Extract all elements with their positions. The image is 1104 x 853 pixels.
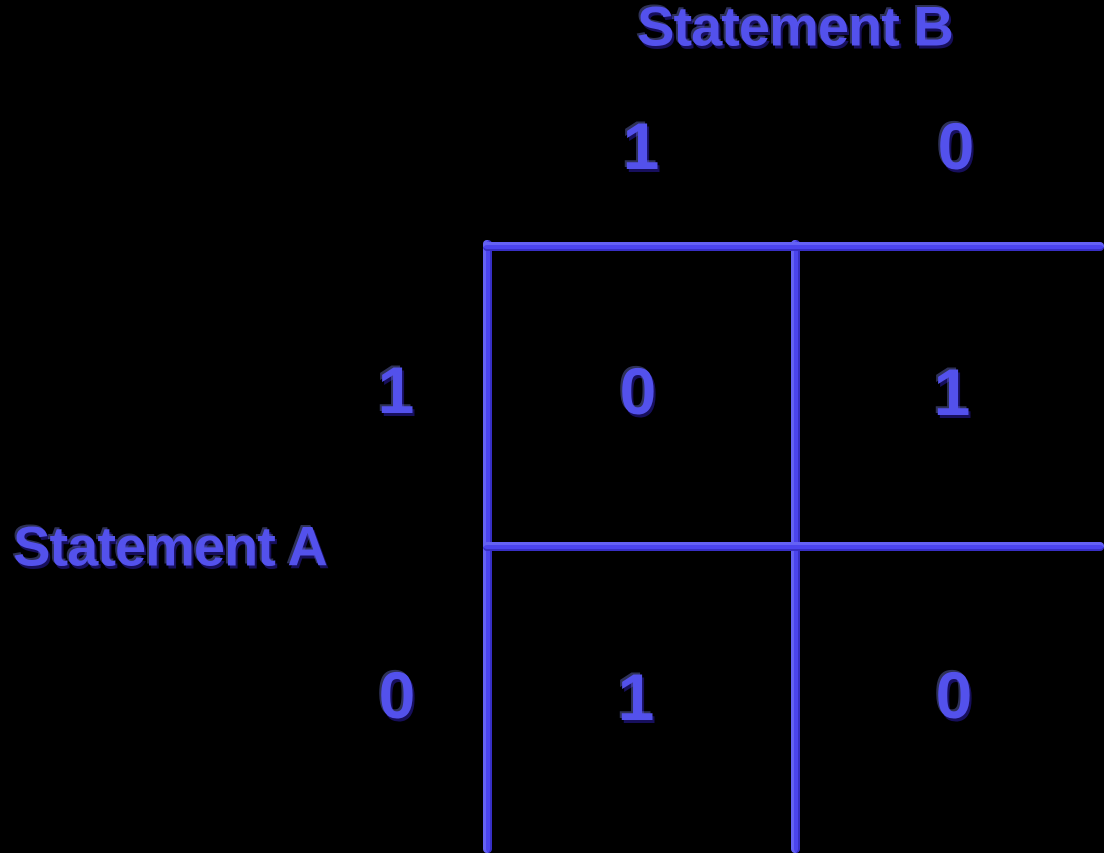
cell-a1-b1: 0 [619, 354, 657, 428]
column-header-b1: 1 [622, 109, 660, 183]
cell-a0-b1: 1 [617, 660, 655, 734]
grid-line-horizontal-top [483, 242, 1104, 251]
cell-a1-b0: 1 [933, 355, 971, 429]
row-header-a0: 0 [378, 658, 416, 732]
column-header-b0: 0 [937, 109, 975, 183]
row-axis-label: Statement A [13, 514, 328, 578]
cell-a0-b0: 0 [935, 658, 973, 732]
column-axis-label: Statement B [637, 0, 954, 58]
row-header-a1: 1 [377, 353, 415, 427]
grid-line-horizontal-middle [483, 542, 1104, 551]
